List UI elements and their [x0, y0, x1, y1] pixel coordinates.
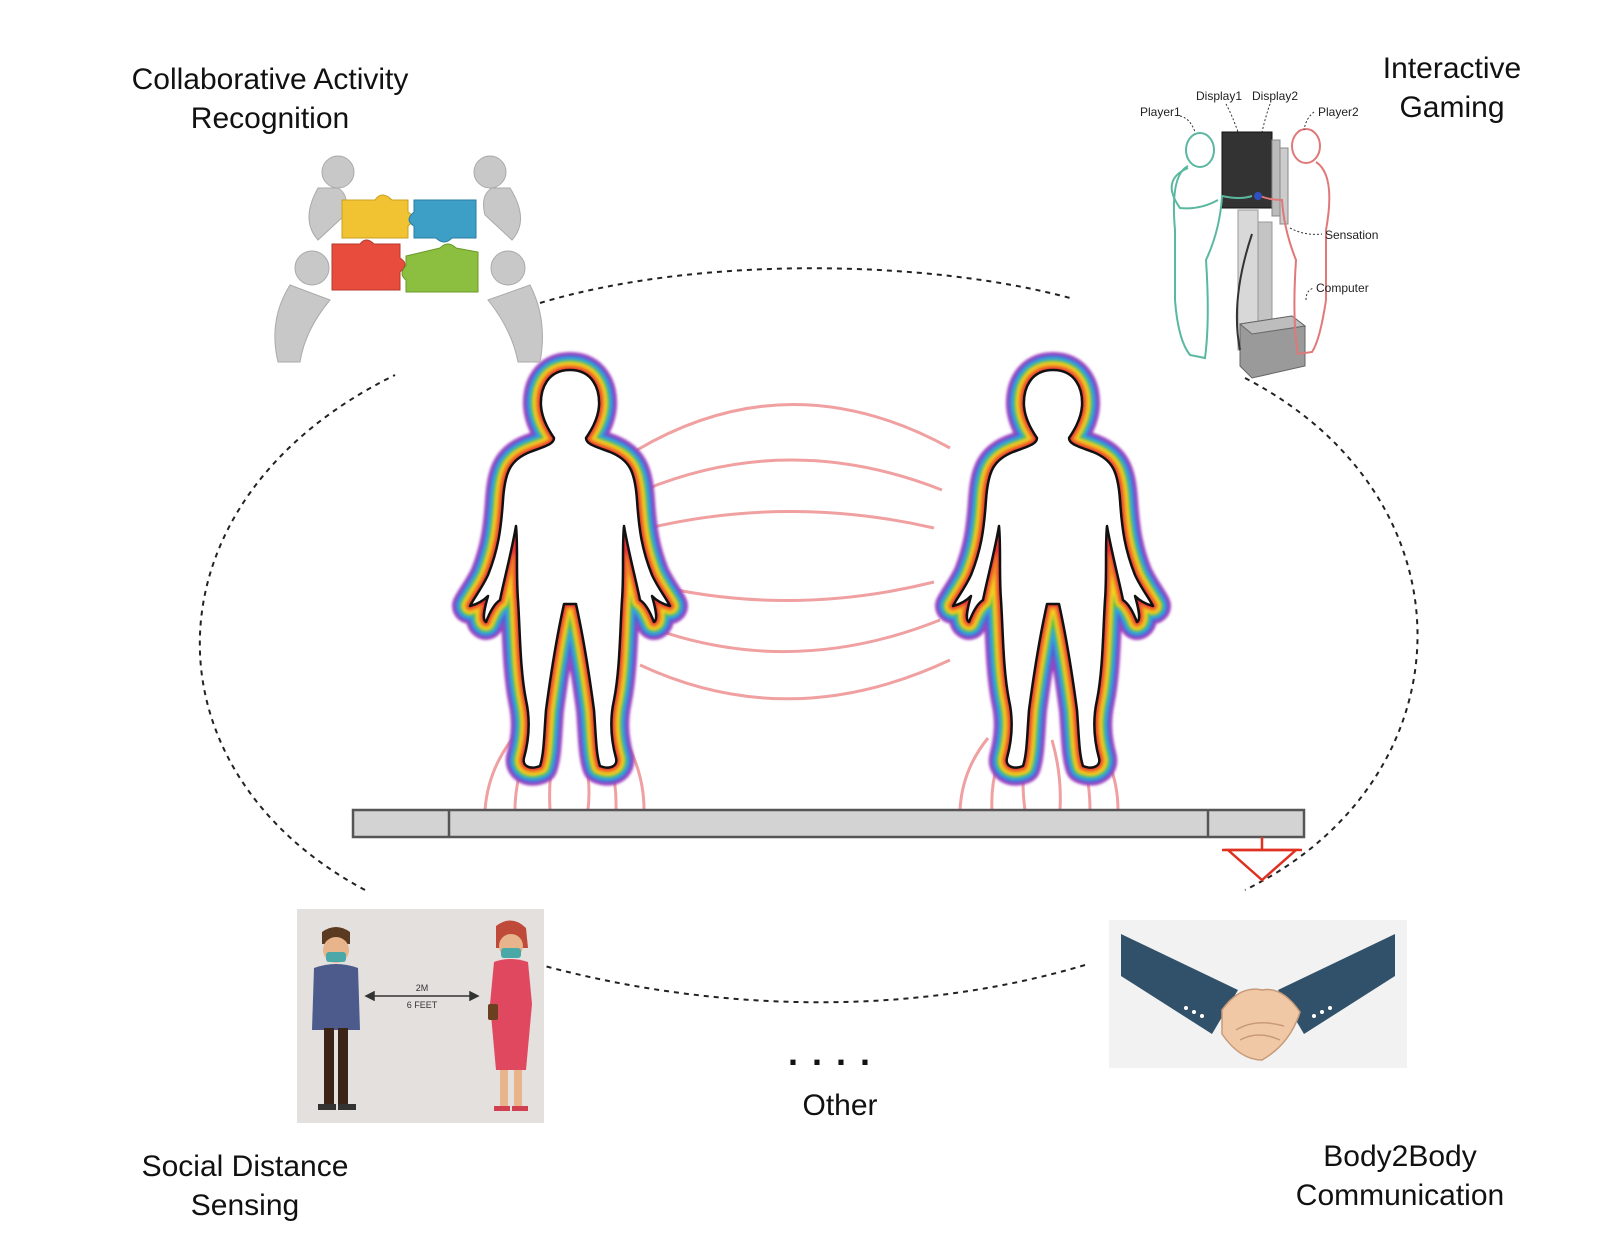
display-screen: [1221, 131, 1273, 209]
label-social-distance: Social Distance Sensing: [110, 1147, 380, 1225]
ring-arc-top: [539, 267, 1071, 304]
label-collab-line1: Collaborative Activity: [131, 63, 409, 96]
label-interactive-gaming: Interactive Gaming: [1352, 49, 1552, 127]
label-sensation: Sensation: [1325, 228, 1378, 242]
man-figure: [312, 927, 360, 1110]
field-line-4: [648, 580, 935, 602]
label-b2b-line2: Communication: [1295, 1179, 1505, 1212]
label-collaborative-activity: Collaborative Activity Recognition: [100, 60, 440, 138]
field-line-3: [648, 510, 935, 530]
label-social-line1: Social Distance: [141, 1150, 349, 1183]
label-social-line2: Sensing: [190, 1189, 300, 1222]
collaboration-puzzle-image: [274, 155, 543, 363]
sleeve-right: [1278, 934, 1395, 1034]
puzzle-piece-green: [401, 243, 479, 293]
human-body-right: [953, 370, 1153, 768]
field-line-2: [643, 458, 943, 492]
human-body-left: [470, 370, 670, 768]
label-collab-line2: Recognition: [190, 102, 350, 135]
body-field-lines: [636, 403, 951, 701]
puzzle-piece-yellow: [341, 194, 414, 239]
label-gaming-line2: Gaming: [1399, 91, 1505, 124]
label-computer: Computer: [1316, 281, 1369, 295]
ring-arc-bottom: [529, 961, 1086, 1004]
ring-arc-left: [198, 374, 396, 891]
sleeve-left: [1121, 934, 1238, 1034]
social-distance-image: 2M 6 FEET: [297, 909, 544, 1123]
hands: [1221, 988, 1301, 1061]
label-player2: Player2: [1318, 105, 1359, 119]
ground-plate: [351, 808, 1306, 839]
distance-label-top: 2M: [416, 983, 429, 993]
field-line-1: [636, 403, 951, 452]
label-ellipsis: . . . .: [787, 1032, 872, 1073]
label-body2body: Body2Body Communication: [1250, 1137, 1550, 1215]
field-line-5: [645, 618, 941, 653]
label-other: Other: [802, 1089, 878, 1122]
distance-label-bottom: 6 FEET: [407, 1000, 438, 1010]
interactive-gaming-image: Player1 Display1 Display2 Player2 Sensat…: [1140, 89, 1378, 379]
label-b2b-line1: Body2Body: [1323, 1140, 1477, 1173]
ground-symbol: [1222, 837, 1302, 882]
field-line-6: [639, 658, 951, 701]
label-gaming-line1: Interactive: [1382, 52, 1522, 85]
label-player1: Player1: [1140, 105, 1181, 119]
dashed-ring: [198, 267, 1419, 1004]
puzzle-piece-blue: [408, 199, 477, 243]
woman-figure: [488, 920, 532, 1111]
label-display2: Display2: [1252, 89, 1298, 103]
label-display1: Display1: [1196, 89, 1242, 103]
puzzle-piece-red: [331, 239, 406, 291]
handshake-image: [1109, 920, 1407, 1068]
